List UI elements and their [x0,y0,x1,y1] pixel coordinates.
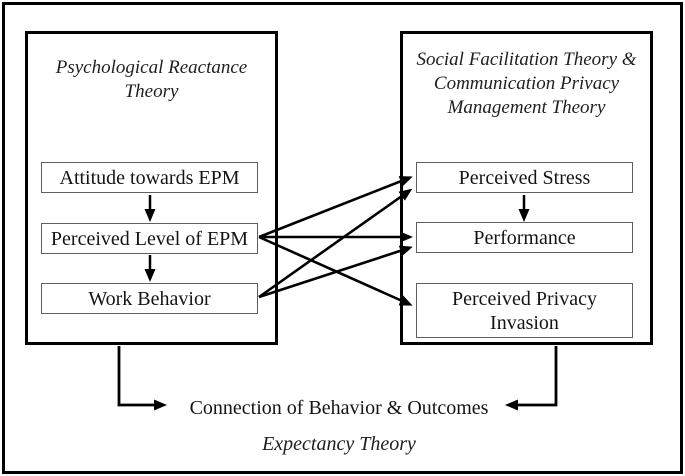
node-label: Perceived Stress [458,166,591,189]
node-work-behavior: Work Behavior [41,283,258,314]
title-line: Psychological Reactance [55,57,248,78]
node-attitude-towards-epm: Attitude towards EPM [41,162,258,193]
expectancy-theory-label: Expectancy Theory [262,433,416,455]
node-label: Attitude towards EPM [59,166,240,189]
node-perceived-stress: Perceived Stress [416,162,633,193]
panel-title-social-facilitation-cpm: Social Facilitation Theory & Communicati… [403,48,650,120]
connection-of-behavior-outcomes-label: Connection of Behavior & Outcomes [189,397,489,419]
panel-social-facilitation-cpm: Social Facilitation Theory & Communicati… [400,31,653,345]
node-label: Work Behavior [88,287,211,310]
node-perceived-privacy-invasion: Perceived Privacy Invasion [416,283,633,338]
title-line: Communication Privacy [433,73,620,94]
node-label: Performance [473,226,576,249]
node-label: Perceived Privacy Invasion [452,287,597,334]
node-perceived-level-of-epm: Perceived Level of EPM [41,223,258,254]
panel-psychological-reactance: Psychological Reactance Theory Attitude … [25,31,278,345]
title-line: Theory [124,81,179,102]
node-performance: Performance [416,222,633,253]
title-line: Social Facilitation Theory & [416,49,637,70]
panel-title-psychological-reactance: Psychological Reactance Theory [28,56,275,104]
title-line: Management Theory [447,97,606,118]
node-label: Perceived Level of EPM [50,227,249,250]
